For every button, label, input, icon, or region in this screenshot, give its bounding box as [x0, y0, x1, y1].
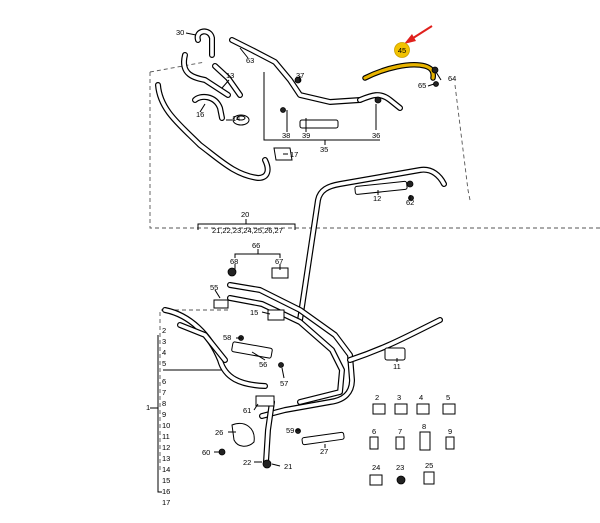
label-7-clip: 7 — [398, 427, 402, 436]
label-6: 6 — [162, 377, 166, 386]
label-38: 38 — [282, 131, 290, 140]
part-45-badge[interactable]: 45 — [394, 42, 410, 58]
label-57: 57 — [280, 379, 288, 388]
label-17-list: 17 — [162, 498, 170, 507]
brake-line-right — [297, 166, 447, 323]
label-9: 9 — [162, 410, 166, 419]
label-35: 35 — [320, 145, 328, 154]
label-2: 2 — [162, 326, 166, 335]
label-5: 5 — [162, 359, 166, 368]
label-22: 22 — [243, 458, 251, 467]
label-5-clip: 5 — [446, 393, 450, 402]
label-20-list: 21,22,23,24,25,26,27 — [212, 226, 283, 235]
label-17: 17 — [290, 150, 298, 159]
label-12-list: 12 — [162, 443, 170, 452]
label-63: 63 — [246, 56, 254, 65]
coolant-hose-assembly-top — [155, 28, 403, 181]
label-65: 65 — [418, 81, 426, 90]
label-55: 55 — [210, 283, 218, 292]
label-11: 11 — [393, 362, 401, 371]
label-67: 67 — [275, 257, 283, 266]
label-21: 21 — [284, 462, 292, 471]
label-9-clip: 9 — [448, 427, 452, 436]
label-15-list: 15 — [162, 476, 170, 485]
label-1: 1 — [146, 403, 150, 412]
label-56: 56 — [259, 360, 267, 369]
label-24: 24 — [372, 463, 380, 472]
label-45: 45 — [398, 46, 406, 55]
label-3: 3 — [162, 337, 166, 346]
label-8-clip: 8 — [422, 422, 426, 431]
label-36: 36 — [372, 131, 380, 140]
label-12: 12 — [373, 194, 381, 203]
label-4: 4 — [162, 348, 166, 357]
label-10: 10 — [162, 421, 170, 430]
label-8: 8 — [162, 399, 166, 408]
label-64: 64 — [448, 74, 456, 83]
main-line-assembly-bottom — [162, 267, 443, 469]
label-58: 58 — [223, 333, 231, 342]
label-14: 14 — [232, 114, 240, 123]
label-4-clip: 4 — [419, 393, 423, 402]
part-number-labels: 30 63 13 14 16 17 37 38 39 36 35 64 65 1… — [146, 28, 456, 507]
label-30: 30 — [176, 28, 184, 37]
leader-lines — [150, 32, 442, 493]
label-16: 16 — [196, 110, 204, 119]
label-13: 13 — [226, 71, 234, 80]
label-59: 59 — [286, 426, 294, 435]
label-25: 25 — [425, 461, 433, 470]
label-61: 61 — [243, 406, 251, 415]
label-60: 60 — [202, 448, 210, 457]
label-27: 27 — [320, 447, 328, 456]
label-66: 66 — [252, 241, 260, 250]
label-16-list: 16 — [162, 487, 170, 496]
label-26: 26 — [215, 428, 223, 437]
label-15: 15 — [250, 308, 258, 317]
label-11-list: 11 — [162, 432, 170, 441]
label-20: 20 — [241, 210, 249, 219]
label-68: 68 — [230, 257, 238, 266]
label-3-clip: 3 — [397, 393, 401, 402]
label-13-list: 13 — [162, 454, 170, 463]
label-2-clip: 2 — [375, 393, 379, 402]
assembly-boundary-dashed — [149, 61, 600, 470]
label-37: 37 — [296, 71, 304, 80]
part-45-highlighted-pipe[interactable] — [362, 62, 439, 87]
label-6-clip: 6 — [372, 427, 376, 436]
label-23: 23 — [396, 463, 404, 472]
label-39: 39 — [302, 131, 310, 140]
clip-parts-grid — [369, 403, 456, 486]
label-14-list: 14 — [162, 465, 170, 474]
label-62: 62 — [406, 198, 414, 207]
red-pointer-arrow-icon — [404, 25, 433, 44]
label-7: 7 — [162, 388, 166, 397]
